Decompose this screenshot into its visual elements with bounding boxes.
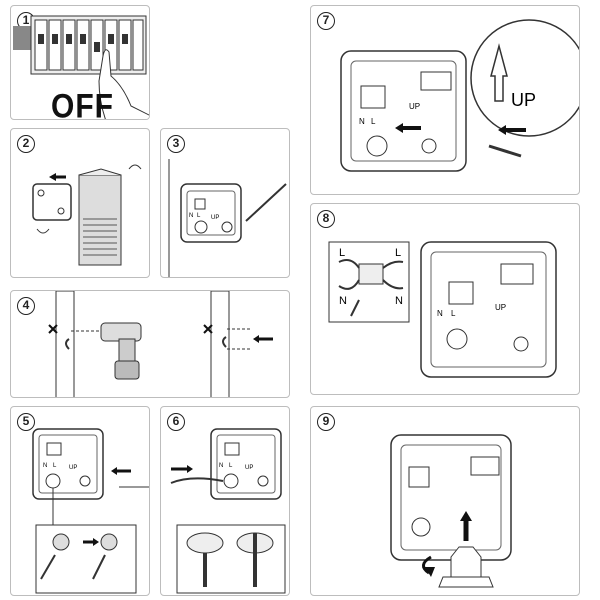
cover-removal-illustration (32, 164, 142, 266)
step-3-panel: 3 N L UP (160, 128, 290, 278)
step-4-panel: 4 (10, 290, 290, 398)
l-label: L (371, 117, 376, 126)
up-label: UP (245, 465, 253, 471)
step-number: 9 (317, 413, 335, 431)
drilling-illustration (48, 291, 273, 397)
step-1-panel: 1 OFF (10, 5, 150, 120)
step-number: 6 (167, 413, 185, 431)
wiring-illustration: L L N N N L UP (328, 241, 557, 378)
step-9-panel: 9 (310, 406, 580, 596)
wire-n-right-label: N (395, 295, 403, 307)
wire-n-left-label: N (339, 295, 347, 307)
up-magnified-label: UP (511, 90, 536, 110)
up-label: UP (69, 465, 77, 471)
wire-l-left-label: L (339, 247, 345, 259)
n-label: N (43, 463, 47, 469)
lamp-mounting-illustration (390, 434, 512, 588)
n-label: N (189, 213, 193, 219)
up-label: UP (211, 215, 219, 221)
breaker-switch-illustration (13, 15, 149, 119)
l-label: L (229, 463, 233, 469)
step-8-panel: 8 L L N N N L UP (310, 203, 580, 395)
step-number: 7 (317, 12, 335, 30)
step-number: 3 (167, 135, 185, 153)
step-7-panel: 7 N L UP UP (310, 5, 580, 195)
step-number: 4 (17, 297, 35, 315)
wire-l-right-label: L (395, 247, 401, 259)
n-label: N (219, 463, 223, 469)
n-label: N (437, 309, 443, 318)
cable-entry-illustration: N L UP (32, 428, 149, 594)
step-2-panel: 2 (10, 128, 150, 278)
l-label: L (197, 213, 201, 219)
step-6-panel: 6 N L UP (160, 406, 290, 596)
n-label: N (359, 117, 365, 126)
knockout-illustration: N L UP (168, 159, 287, 277)
l-label: L (53, 463, 57, 469)
step-number: 8 (317, 210, 335, 228)
up-label: UP (495, 303, 506, 312)
off-label: OFF (51, 87, 114, 120)
step-number: 5 (17, 413, 35, 431)
step-5-panel: 5 N L UP (10, 406, 150, 596)
up-label: UP (409, 102, 420, 111)
step-number: 2 (17, 135, 35, 153)
l-label: L (451, 309, 456, 318)
cable-routing-illustration: N L UP (170, 428, 286, 594)
cover-fixing-illustration: N L UP UP (340, 19, 579, 172)
